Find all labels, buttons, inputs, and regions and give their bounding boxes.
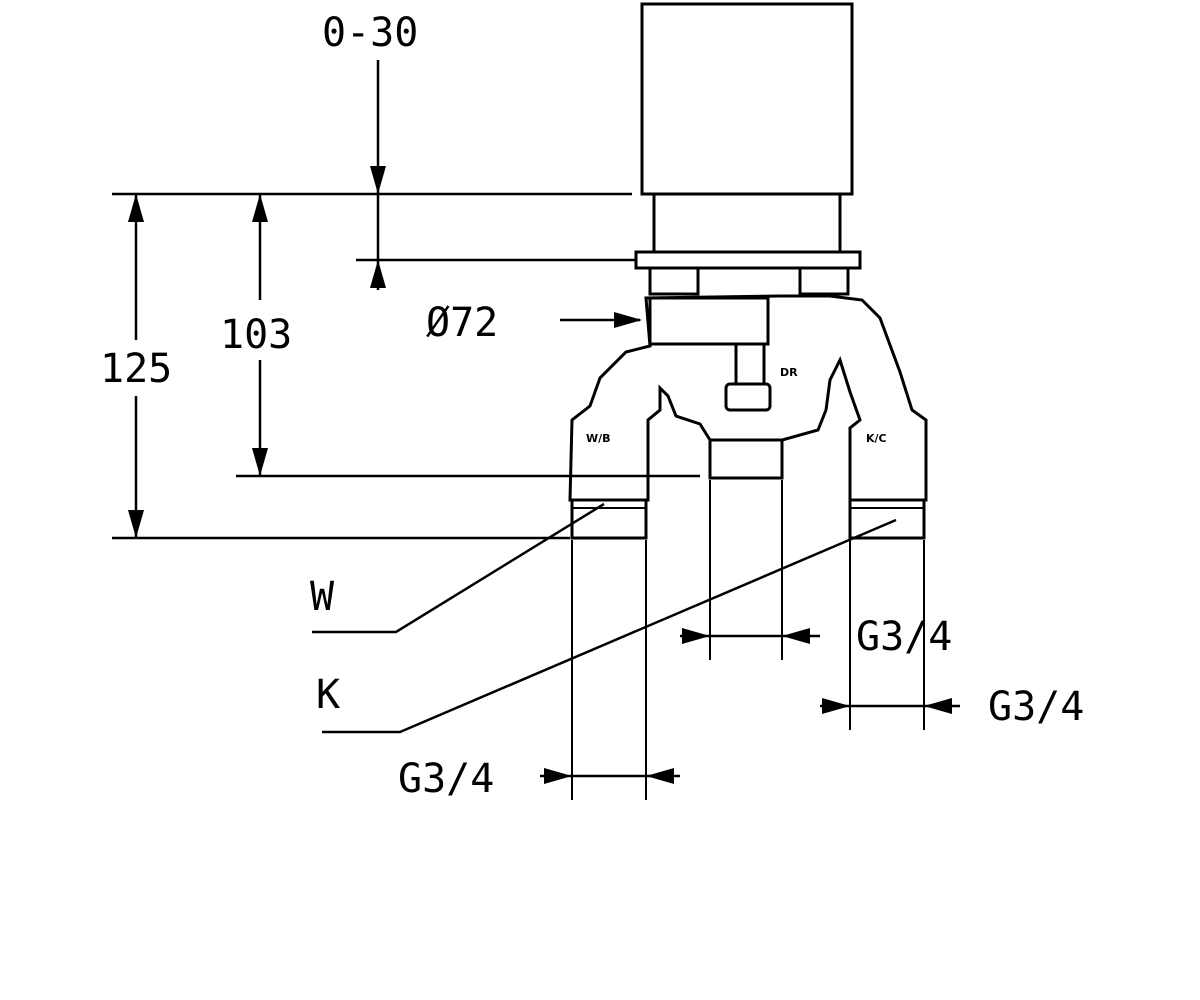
spindle-tip: [724, 382, 772, 412]
nut-left-outer: [648, 266, 700, 296]
label-height-outlets: 103: [220, 312, 292, 358]
left-connector: [570, 498, 648, 540]
label-height-total: 125: [100, 346, 172, 392]
label-diameter: Ø72: [426, 300, 498, 346]
nut-right-outer: [798, 266, 850, 296]
dimension-labels: 0-30 125 103 Ø72 W K G3/4 G3/4 G3/4: [100, 10, 1084, 802]
spindle: [734, 342, 766, 386]
mark-center: DR: [780, 366, 798, 379]
spindle-housing: [648, 296, 770, 346]
label-stroke-range: 0-30: [322, 10, 418, 56]
label-outlet-k: K: [316, 672, 340, 718]
sleeve: [652, 192, 842, 254]
label-thread-left: G3/4: [398, 756, 494, 802]
mark-right-leg: K/C: [866, 432, 887, 445]
valve-assembly: W/B K/C DR: [568, 2, 928, 540]
handle-cap: [640, 2, 854, 196]
label-thread-center: G3/4: [856, 614, 952, 660]
mark-left-leg: W/B: [586, 432, 611, 445]
dimensions: [112, 60, 960, 800]
label-thread-right: G3/4: [988, 684, 1084, 730]
flange: [634, 250, 862, 270]
label-outlet-w: W: [310, 574, 335, 620]
bottom-outlet: [708, 438, 784, 480]
right-connector: [848, 498, 926, 540]
